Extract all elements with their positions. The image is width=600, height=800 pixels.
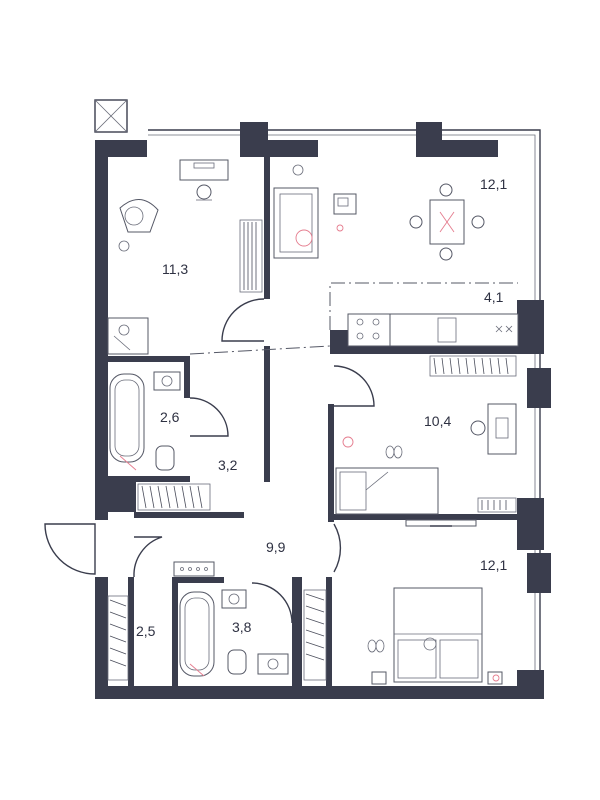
room-area-wardrobe-bottom: 2,5 — [136, 623, 156, 639]
bedroom-bottom-furniture — [367, 519, 503, 685]
toilet-icon — [227, 649, 247, 675]
slippers-icon — [367, 639, 385, 653]
lamp-icon — [492, 674, 500, 682]
sink-icon — [389, 313, 519, 347]
room-area-bedroom-middle: 10,4 — [424, 413, 451, 429]
armchair-icon — [119, 199, 159, 233]
bedroom-middle-furniture — [335, 355, 517, 515]
clock-icon — [423, 637, 437, 651]
exterior-walls — [95, 122, 551, 699]
zone-lines — [189, 282, 518, 355]
washing-machine-icon — [221, 589, 247, 609]
doors[interactable] — [44, 298, 375, 624]
radiator-icon — [239, 219, 263, 293]
room-area-bedroom-bottom: 12,1 — [480, 557, 507, 573]
tv-icon — [405, 519, 477, 527]
room-area-bedroom-left: 11,3 — [162, 261, 188, 277]
plant-icon — [118, 240, 130, 252]
bathtub-icon — [109, 373, 145, 471]
wardrobe-icon — [107, 595, 129, 681]
bathtub-icon — [179, 591, 215, 677]
wardrobe-icon — [137, 483, 211, 511]
sink-icon — [153, 371, 181, 391]
desk-icon — [179, 159, 229, 201]
bedroom-left-furniture — [107, 159, 263, 355]
sofa-icon — [273, 187, 319, 259]
coffee-table-icon — [333, 193, 357, 232]
chair-icon — [107, 317, 149, 355]
room-area-kitchen-living: 12,1 — [480, 176, 507, 192]
bathroom-bottom-furniture — [179, 589, 289, 677]
wardrobe-icon — [303, 589, 327, 681]
shoe-rack-icon — [173, 561, 215, 577]
toilet-icon — [155, 445, 175, 471]
room-area-closet-top: 3,2 — [218, 457, 238, 473]
dining-table-icon — [409, 183, 485, 261]
desk-icon — [470, 403, 517, 455]
interior-walls — [108, 157, 518, 687]
stove-icon — [347, 313, 391, 347]
room-area-hallway: 9,9 — [266, 539, 286, 555]
room-area-kitchen-zone: 4,1 — [484, 289, 504, 305]
bathroom-top-furniture — [109, 371, 181, 471]
area-labels: 11,3 12,1 4,1 2,6 3,2 10,4 9,9 12,1 2,5 … — [136, 176, 507, 639]
wardrobe-icon — [429, 355, 517, 377]
slippers-icon — [385, 445, 403, 459]
room-area-bathroom-bottom: 3,8 — [232, 619, 252, 635]
sink-icon — [257, 653, 289, 675]
nightstand-icon — [487, 671, 503, 685]
toy-icon — [295, 229, 313, 247]
lamp-icon — [292, 164, 304, 176]
shelf-icon — [477, 497, 517, 513]
bed-icon — [335, 467, 439, 515]
living-furniture — [273, 164, 519, 347]
nightstand-icon — [371, 671, 387, 685]
room-area-bathroom-top: 2,6 — [160, 409, 180, 425]
toy-icon — [342, 436, 354, 448]
bed-icon — [393, 587, 483, 683]
